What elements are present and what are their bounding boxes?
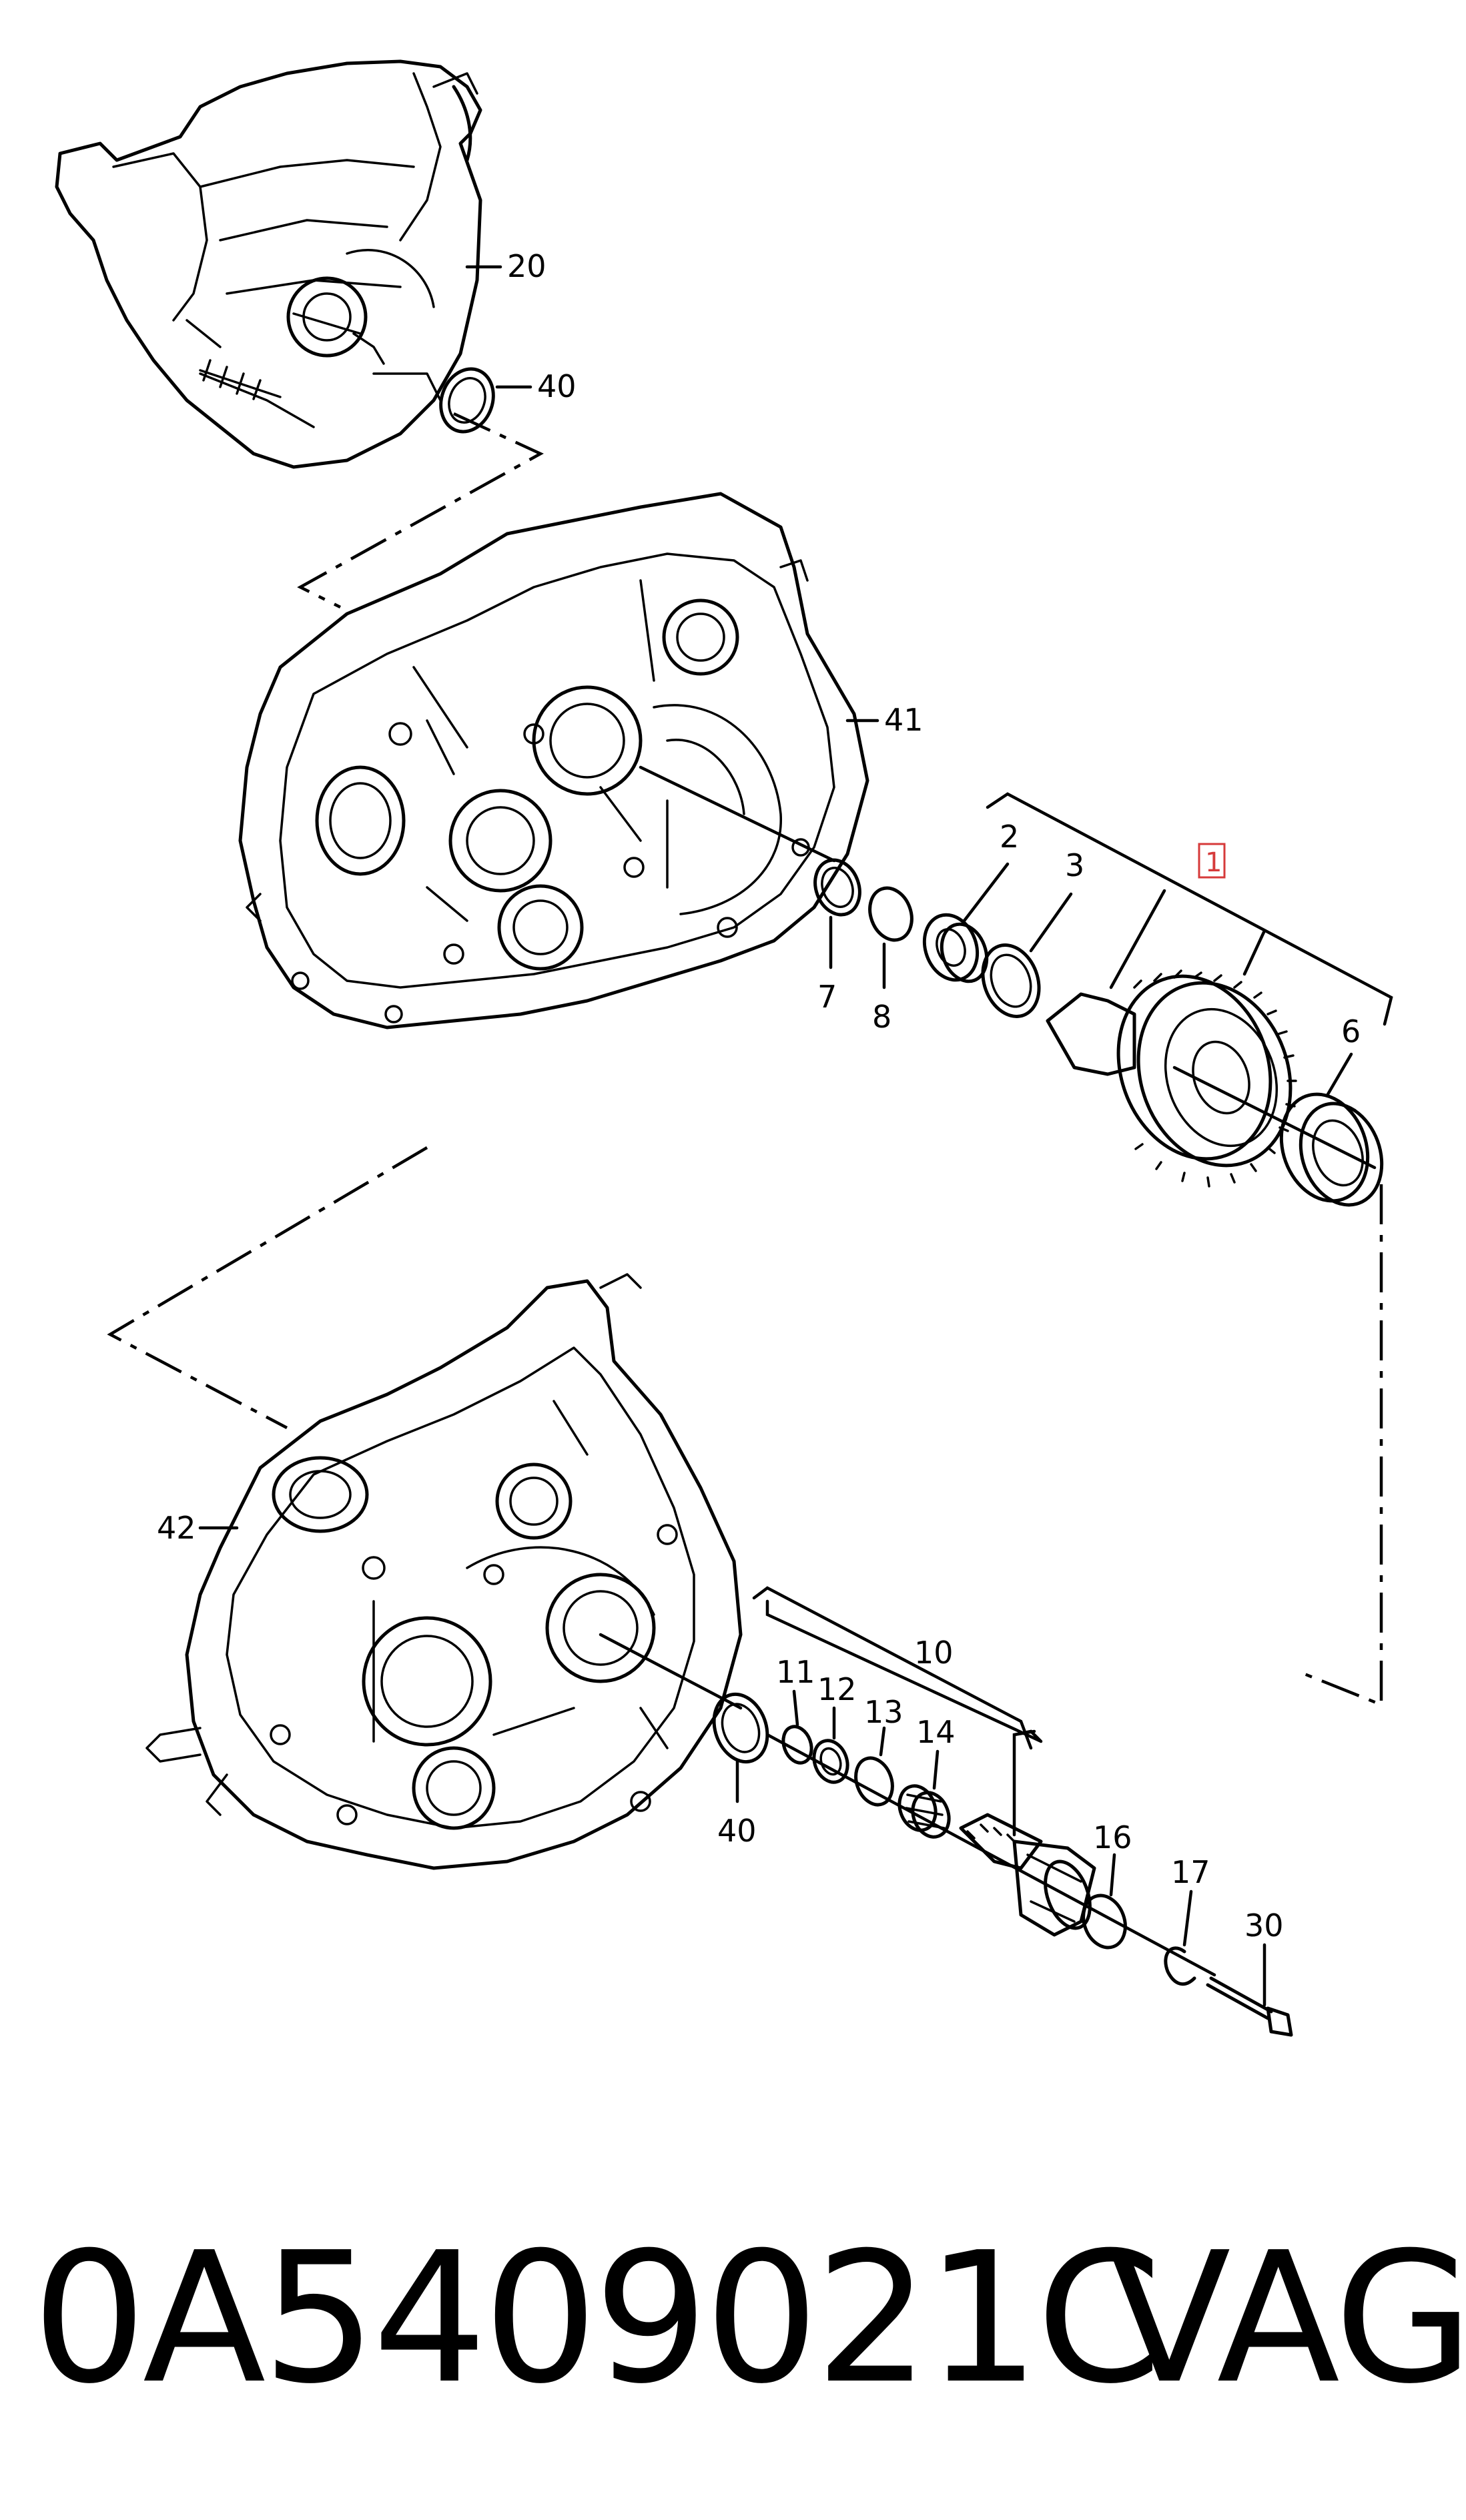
ring-7 — [813, 858, 861, 969]
callout-10: 10 — [914, 1635, 954, 1671]
seal-ring-40-top — [439, 367, 532, 434]
axis-line-diff — [1172, 1066, 1377, 1170]
seal-ring-40-bottom — [712, 1692, 769, 1803]
axis-line-41 — [639, 765, 836, 863]
ring-8 — [868, 886, 913, 989]
callout-14: 14 — [916, 1714, 956, 1750]
callout-41: 41 — [884, 702, 924, 738]
part-number-text: 0A5409021C — [32, 2213, 1162, 2423]
callout-17: 17 — [1171, 1854, 1210, 1890]
callout-20: 20 — [507, 248, 546, 284]
bolt-30 — [1206, 1943, 1293, 2037]
circlip-11 — [781, 1689, 813, 1765]
brand-text: VAG — [1108, 2213, 1466, 2423]
callout-8: 8 — [872, 999, 891, 1035]
callout-30: 30 — [1244, 1908, 1284, 1944]
callout-1: 1 — [1205, 847, 1222, 878]
bracket-10 — [752, 1586, 1033, 1750]
axis-line-42 — [599, 1633, 743, 1710]
ring-13 — [854, 1726, 894, 1807]
callout-40-top: 40 — [537, 368, 577, 404]
callout-16: 16 — [1093, 1819, 1132, 1855]
gearbox-housing-42 — [145, 1273, 743, 1870]
ring-3 — [981, 892, 1073, 1018]
axis-line-shaft — [765, 1733, 1216, 1977]
washer-12 — [812, 1706, 849, 1784]
gearbox-assembly-20 — [55, 59, 502, 469]
bearing-6 — [1279, 1052, 1384, 1207]
callout-6: 6 — [1341, 1013, 1361, 1049]
callout-7: 7 — [817, 979, 837, 1015]
circlip-16 — [1082, 1853, 1127, 1950]
dashed-guide-top — [297, 412, 544, 609]
dashed-guide-middle — [107, 1146, 1383, 1707]
bearing-2 — [922, 862, 1010, 983]
differential-assembly-1 — [1046, 889, 1297, 1188]
gearbox-housing-41 — [238, 492, 879, 1029]
circlip-17 — [1164, 1889, 1196, 1986]
highlight-box-1[interactable] — [1198, 843, 1226, 879]
callout-3: 3 — [1065, 847, 1084, 883]
callout-42: 42 — [157, 1510, 196, 1546]
callout-13: 13 — [864, 1694, 903, 1730]
callout-40-bottom: 40 — [717, 1813, 757, 1849]
callout-12: 12 — [817, 1671, 857, 1707]
callout-2: 2 — [1000, 819, 1019, 855]
callout-11: 11 — [776, 1654, 815, 1690]
spring-14 — [897, 1749, 951, 1839]
bracket-1 — [986, 792, 1393, 1026]
